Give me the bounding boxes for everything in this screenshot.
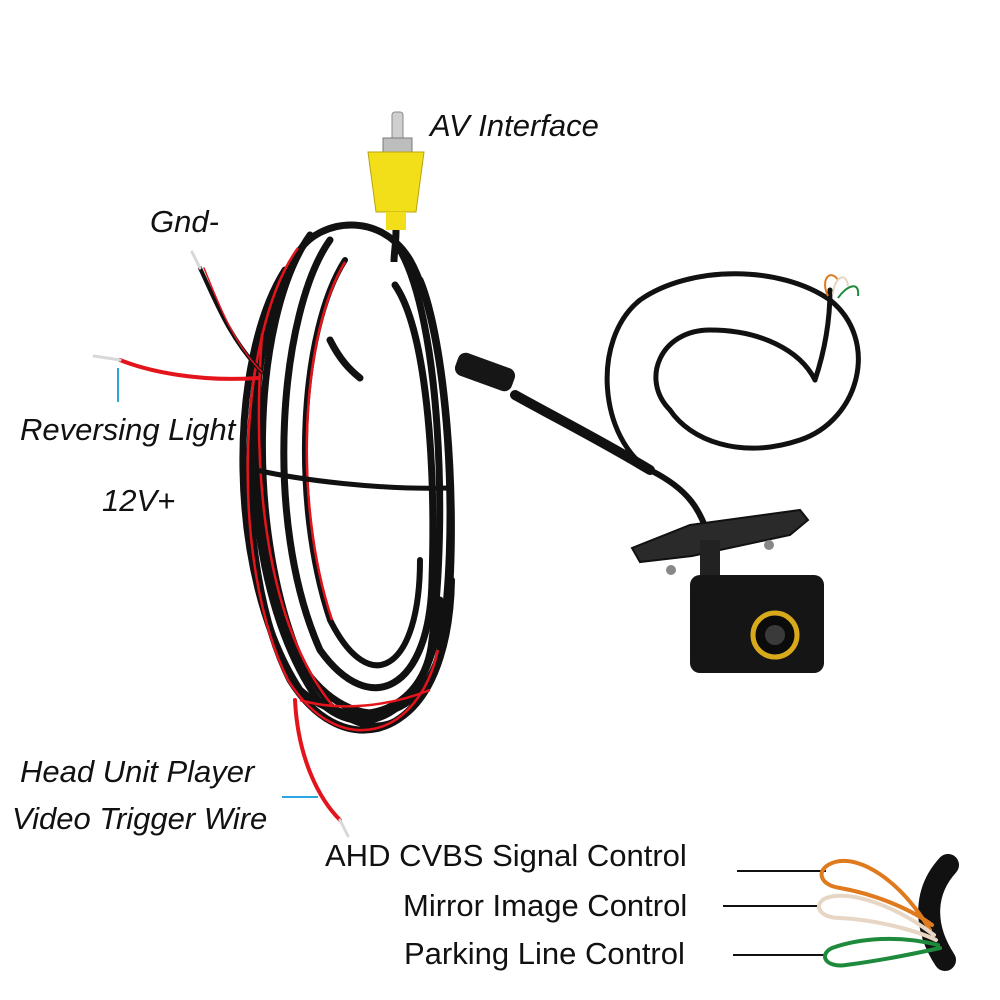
camera — [630, 508, 824, 673]
wire-tips-top — [824, 274, 860, 299]
callout-lines — [117, 368, 826, 956]
label-gnd: Gnd- — [150, 204, 219, 239]
control-wires-inset — [817, 854, 959, 971]
label-mirror-image: Mirror Image Control — [403, 888, 688, 923]
cable-strap — [255, 467, 449, 491]
label-ahd-cvbs: AHD CVBS Signal Control — [325, 838, 687, 873]
label-parking-line: Parking Line Control — [404, 936, 685, 971]
label-reversing-light: Reversing Light — [20, 412, 236, 447]
coiled-cable — [239, 221, 455, 734]
label-head-unit-line1: Head Unit Player — [20, 754, 255, 789]
coil-red-stripes — [246, 247, 440, 732]
label-av-interface: AV Interface — [430, 108, 599, 143]
left-wires — [92, 250, 350, 838]
rca-plug — [367, 111, 425, 263]
camera-cable — [326, 271, 861, 543]
label-head-unit-line2: Video Trigger Wire — [12, 801, 268, 836]
label-12v: 12V+ — [102, 483, 176, 518]
